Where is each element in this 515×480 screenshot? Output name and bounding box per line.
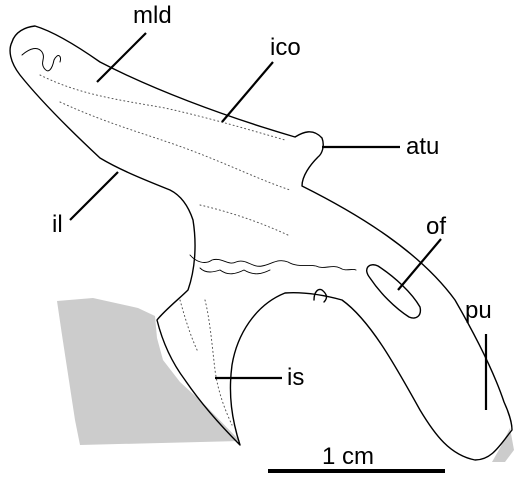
leader-ico <box>221 61 274 123</box>
pelvis-outline <box>9 25 513 461</box>
ischial-process <box>313 288 328 303</box>
label-is: is <box>287 364 304 391</box>
surface-texture-ilium-2 <box>59 101 291 191</box>
leader-mld <box>96 32 147 83</box>
obturator-foramen <box>366 264 422 319</box>
scale-bar-label: 1 cm <box>322 443 374 470</box>
matrix-patch-left <box>57 298 240 445</box>
surface-texture-ilium <box>39 74 286 141</box>
label-ico: ico <box>270 34 301 61</box>
label-mld: mld <box>133 2 172 29</box>
leader-of <box>397 238 442 291</box>
sutural-zone <box>189 254 357 271</box>
label-atu: atu <box>406 133 439 160</box>
surface-texture-body <box>199 204 291 237</box>
iliac-crest-detail <box>21 47 61 72</box>
label-pu: pu <box>465 297 492 324</box>
sutural-zone-lower <box>199 267 271 275</box>
leader-il <box>69 171 119 221</box>
surface-texture-ischium-2 <box>179 299 199 353</box>
surface-texture-ischium <box>204 299 233 426</box>
label-of: of <box>426 213 446 240</box>
matrix-patch-right <box>492 428 514 462</box>
label-il: il <box>52 211 63 238</box>
